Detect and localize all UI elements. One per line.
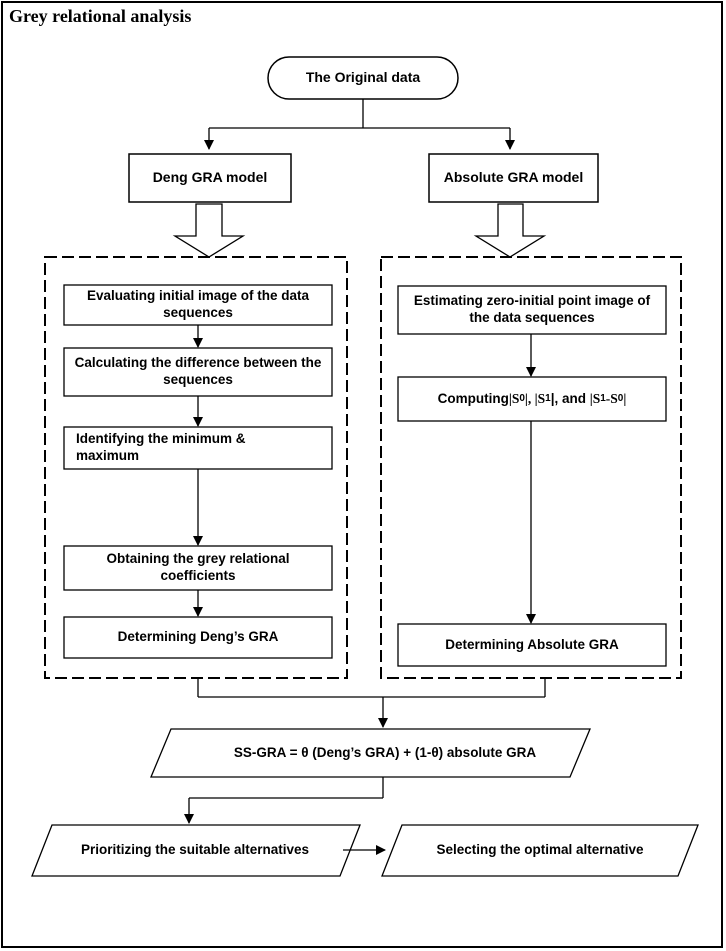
s1-close: |, and bbox=[550, 390, 590, 406]
selecting-label: Selecting the optimal alternative bbox=[436, 842, 644, 858]
s0-close: |, bbox=[524, 390, 535, 406]
s10-sub0: 0 bbox=[617, 392, 624, 404]
deng-step-5-label: Determining Deng’s GRA bbox=[117, 629, 279, 645]
absolute-step-3-label: Determining Absolute GRA bbox=[445, 636, 619, 652]
prioritizing-label: Prioritizing the suitable alternatives bbox=[80, 842, 310, 858]
s0-open: |S bbox=[508, 390, 520, 406]
selecting-parallelogram bbox=[381, 824, 699, 877]
absolute-step-2-box bbox=[397, 376, 667, 422]
absolute-step-3-box bbox=[397, 623, 667, 667]
absolute-group-dashed bbox=[380, 256, 682, 679]
absolute-model-box bbox=[428, 153, 599, 203]
deng-group-dashed bbox=[44, 256, 348, 679]
absolute-step-1-box bbox=[397, 285, 667, 335]
ss-gra-parallelogram bbox=[150, 728, 591, 778]
deng-step-2-box bbox=[63, 347, 333, 397]
deng-block-arrow bbox=[172, 203, 246, 258]
original-data-label: The Original data bbox=[305, 69, 421, 86]
absolute-model-label: Absolute GRA model bbox=[443, 169, 584, 186]
s10-sub1: 1 bbox=[600, 392, 606, 404]
deng-model-box bbox=[128, 153, 292, 203]
deng-step-4-label: Obtaining the grey relational coefficien… bbox=[106, 551, 290, 583]
absolute-step-1-label: Estimating zero-initial point image of t… bbox=[413, 293, 651, 325]
deng-step-3-label: Identifying the minimum & maximum bbox=[76, 431, 246, 463]
s1-open: |S bbox=[534, 390, 546, 406]
deng-step-5-box bbox=[63, 616, 333, 659]
deng-step-1-label: Evaluating initial image of the data seq… bbox=[86, 288, 310, 320]
absolute-block-arrow bbox=[473, 203, 547, 258]
s1-sub: 1 bbox=[545, 392, 551, 404]
prioritizing-parallelogram bbox=[31, 824, 361, 877]
figure-title: Grey relational analysis bbox=[9, 6, 192, 26]
deng-model-label: Deng GRA model bbox=[152, 169, 268, 186]
s0-sub: 0 bbox=[519, 392, 525, 404]
s10-close: | bbox=[623, 390, 627, 406]
s10-open: |S bbox=[589, 390, 601, 406]
deng-step-1-box bbox=[63, 284, 333, 326]
s10-mid: -S bbox=[605, 390, 618, 406]
computing-prefix: Computing bbox=[437, 390, 509, 406]
ss-gra-label: SS-GRA = θ (Deng’s GRA) + (1-θ) absolute… bbox=[233, 744, 537, 760]
deng-step-2-label: Calculating the difference between the s… bbox=[74, 355, 322, 387]
